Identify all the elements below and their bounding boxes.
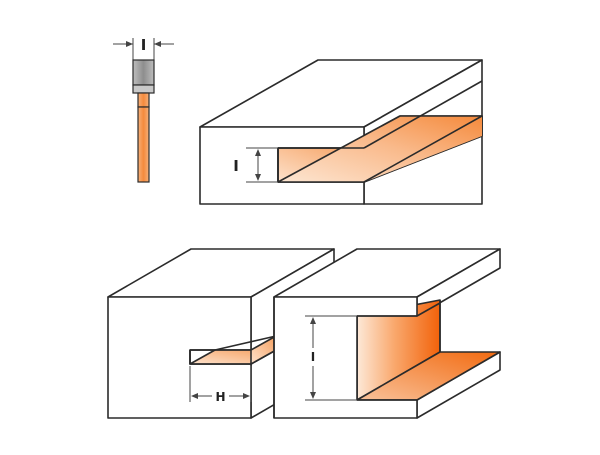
left-slot-depth-dimension: [189, 366, 252, 402]
right-slot-height-dimension: [305, 315, 357, 401]
top-slot-height-label: I: [233, 157, 239, 175]
cutter-neck: [137, 92, 150, 108]
cutter-width-label: I: [141, 36, 147, 54]
top-slot-height-dimension: [246, 147, 278, 183]
router-bit-icon: I: [113, 36, 174, 183]
left-block-front-face: [107, 296, 252, 419]
top-workpiece: [199, 59, 483, 205]
cutter-width-dimension: [113, 38, 174, 60]
right-workpiece: [273, 248, 501, 419]
right-slot-height-label: I: [311, 350, 315, 364]
cutter-bearing: [132, 84, 155, 94]
left-slot-depth-label: H: [215, 390, 225, 404]
top-slot-floor-front: [278, 116, 482, 182]
cutter-body: [132, 59, 155, 86]
router-shank: [137, 106, 150, 183]
